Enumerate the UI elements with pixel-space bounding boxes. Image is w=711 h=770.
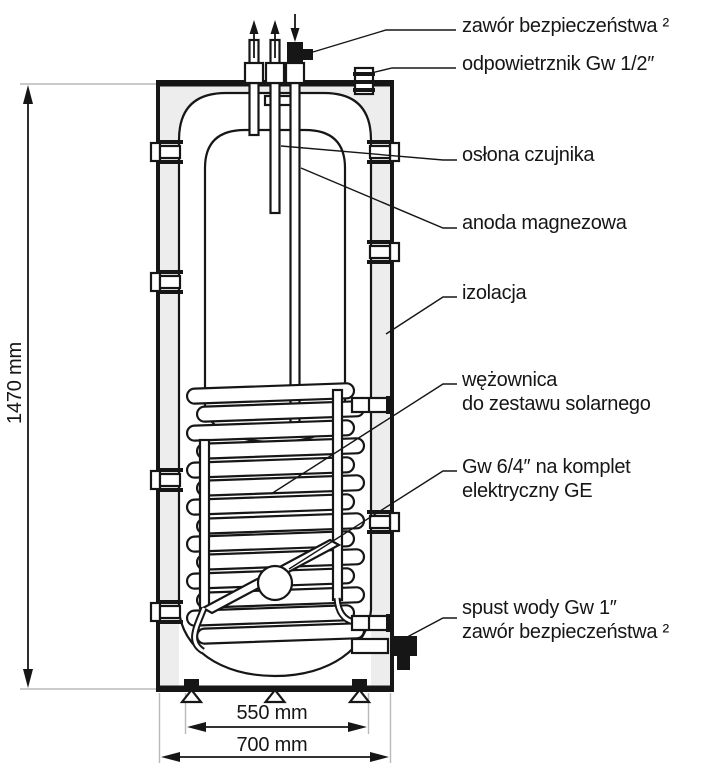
dimension-inner-width-line (187, 722, 367, 732)
callout-safety-valve-top: zawór bezpieczeństwa ² (462, 14, 669, 38)
callout-drain-line1: spust wody Gw 1″ (462, 597, 617, 619)
callout-electric-set: Gw 6/4″ na komplet elektryczny GE (462, 455, 631, 503)
dimension-label-height: 1470 mm (4, 342, 26, 424)
callout-insulation: izolacja (462, 281, 527, 305)
leader-lines (270, 29, 457, 645)
feet (179, 679, 372, 704)
callout-air-vent: odpowietrznik Gw 1/2″ (462, 52, 654, 76)
top-pipes (243, 14, 313, 85)
callout-drain-line2: zawór bezpieczeństwa ² (462, 621, 669, 643)
electric-set-port (256, 564, 294, 602)
callout-safety-valve-top-text: zawór bezpieczeństwa ² (462, 15, 669, 37)
anode-rod (289, 81, 301, 434)
callout-electric-set-line1: Gw 6/4″ na komplet (462, 456, 631, 478)
callout-magnesium-anode: anoda magnezowa (462, 211, 627, 235)
callout-air-vent-text: odpowietrznik Gw 1/2″ (462, 53, 654, 75)
callout-solar-coil-line1: wężownica (462, 369, 558, 391)
callout-electric-set-line2: elektryczny GE (462, 480, 593, 502)
dimension-outer-width-line (161, 752, 389, 762)
dimension-label-outer-width: 700 mm (236, 734, 308, 756)
solar-coil (185, 382, 366, 654)
callout-insulation-text: izolacja (462, 282, 527, 304)
callout-drain: spust wody Gw 1″ zawór bezpieczeństwa ² (462, 596, 669, 644)
callout-magnesium-anode-text: anoda magnezowa (462, 212, 627, 234)
callout-sensor-sheath-text: osłona czujnika (462, 144, 595, 166)
safety-valve-icon (287, 42, 313, 66)
callout-solar-coil-line2: do zestawu solarnego (462, 393, 651, 415)
dimension-height-line (23, 85, 33, 688)
callout-solar-coil: wężownica do zestawu solarnego (462, 368, 651, 416)
drain-valve-icon (350, 636, 417, 670)
air-vent-icon (353, 66, 375, 96)
dimension-label-inner-width: 550 mm (236, 702, 308, 724)
callout-sensor-sheath: osłona czujnika (462, 143, 595, 167)
